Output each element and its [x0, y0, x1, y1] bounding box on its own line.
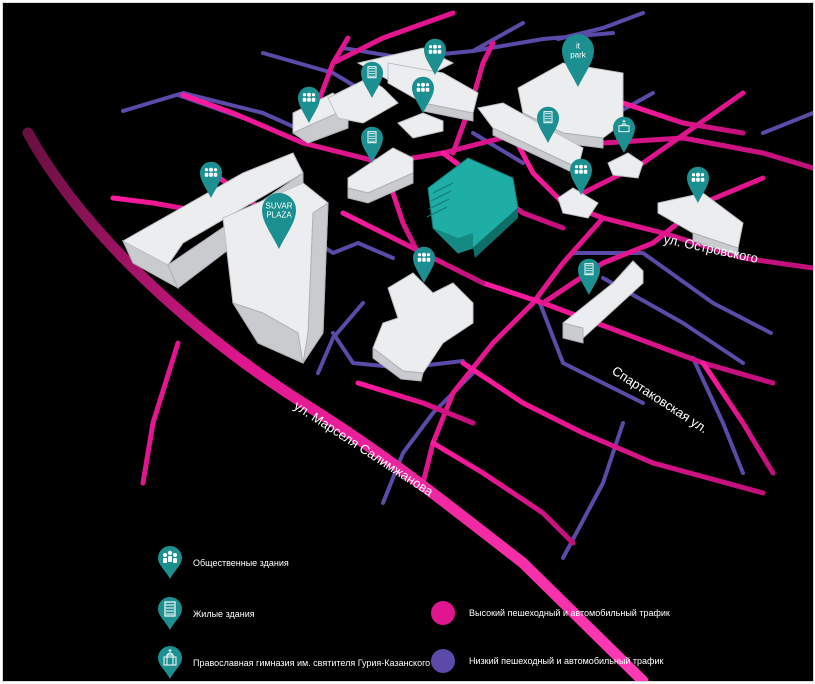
public-building-pin[interactable]	[298, 86, 320, 123]
public-building-pin[interactable]	[424, 38, 446, 75]
suvar-plaza-pin-label: SUVAR	[266, 201, 293, 210]
buildings	[121, 47, 744, 382]
street-label-spartakovskaya: Спартаковская ул.	[609, 363, 710, 436]
apartment-icon	[367, 131, 377, 144]
road-low	[471, 21, 525, 53]
district-map: ул. Марселя Салимжанова ул. Островского …	[22, 10, 813, 681]
apartment-icon	[543, 111, 553, 124]
road-high	[140, 340, 181, 486]
gymnasium-pin[interactable]	[613, 116, 635, 153]
road-low	[471, 131, 525, 165]
main-road-salimzhanova	[22, 127, 649, 681]
church-icon	[618, 119, 630, 133]
it-park-pin-label: park	[570, 51, 587, 60]
road-low	[571, 251, 773, 335]
road-low	[121, 91, 305, 133]
road-high	[420, 215, 606, 486]
public-building-pin[interactable]	[413, 246, 435, 283]
road-high	[620, 100, 746, 136]
road-high	[180, 92, 813, 171]
road-high	[355, 380, 476, 426]
road-high	[330, 10, 456, 66]
public-building-pin[interactable]	[687, 166, 709, 203]
residential-pin[interactable]	[537, 106, 559, 143]
residential-pin[interactable]	[361, 61, 383, 98]
road-high	[450, 40, 496, 156]
road-high	[540, 240, 656, 306]
people-icon	[204, 167, 218, 177]
road-low	[536, 296, 645, 405]
people-icon	[428, 44, 442, 54]
road-low	[331, 331, 465, 370]
people-icon	[574, 164, 588, 174]
road-high	[480, 280, 776, 386]
road-low	[316, 301, 365, 375]
people-icon	[302, 92, 316, 102]
apartment-icon	[584, 263, 594, 276]
street-label-salimzhanova: ул. Марселя Салимжанова	[291, 398, 436, 500]
suvar-plaza-pin-label: PLAZA	[266, 210, 292, 219]
people-icon	[416, 82, 430, 92]
people-icon	[691, 172, 705, 182]
public-building-pin[interactable]	[200, 161, 222, 198]
residential-pin[interactable]	[361, 126, 383, 163]
road-high	[560, 90, 746, 206]
road-high	[430, 440, 576, 546]
people-icon	[417, 252, 431, 262]
it-park-pin-label: it	[576, 42, 581, 51]
public-building-pin[interactable]	[570, 158, 592, 195]
road-low	[761, 111, 813, 135]
road-low	[561, 421, 625, 560]
road-low	[691, 356, 745, 475]
road-high	[700, 360, 776, 476]
road-low	[261, 51, 365, 93]
highlighted-development	[426, 157, 519, 258]
apartment-icon	[367, 66, 377, 79]
road-high	[460, 360, 766, 496]
residential-pin[interactable]	[578, 258, 600, 295]
public-building-pin[interactable]	[412, 76, 434, 113]
